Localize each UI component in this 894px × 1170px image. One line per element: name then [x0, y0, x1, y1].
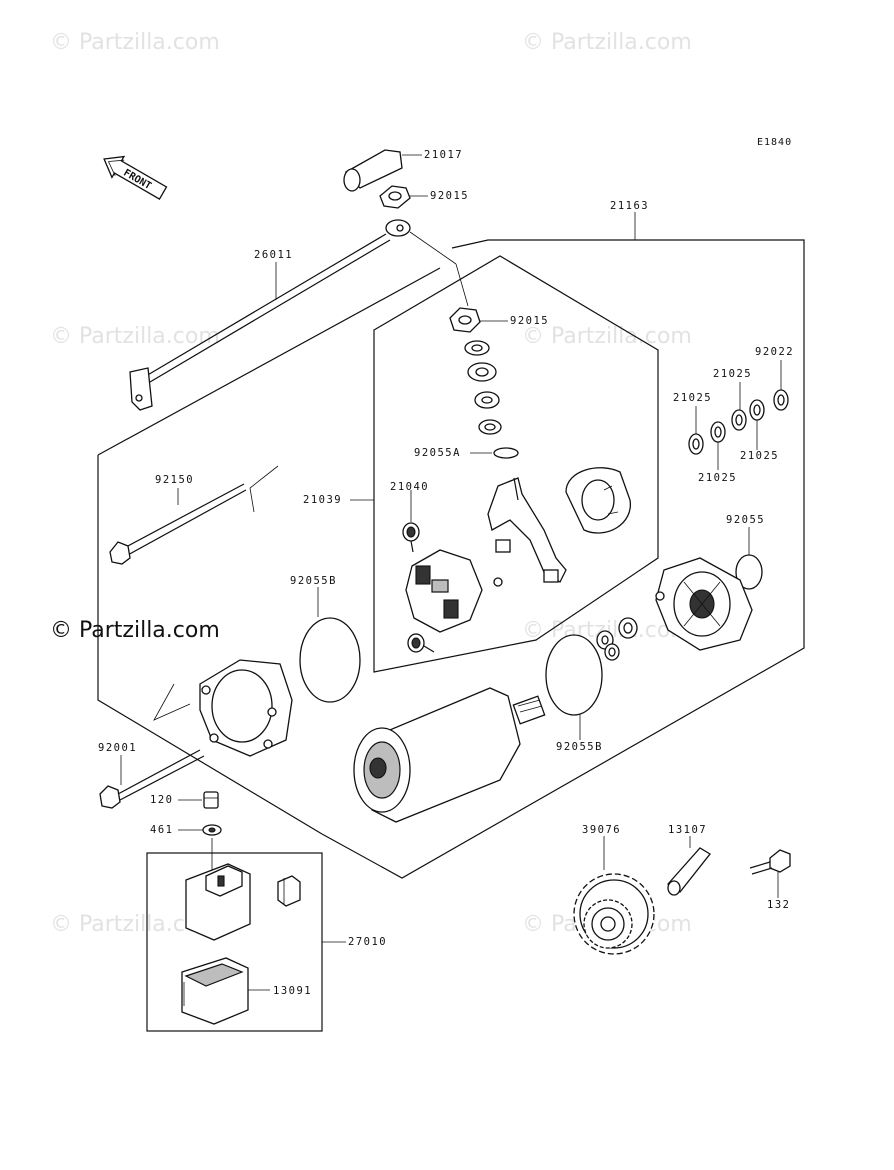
part-label-21025[interactable]: 21025	[713, 368, 753, 380]
part-label-120[interactable]: 120	[150, 794, 174, 806]
watermark-main: © Partzilla.com	[50, 618, 220, 643]
part-label-13091[interactable]: 13091	[273, 985, 313, 997]
part-label-92055a[interactable]: 92055A	[414, 447, 461, 459]
part-label-21017[interactable]: 21017	[424, 149, 464, 161]
o-ring	[735, 554, 763, 590]
part-label-92015[interactable]: 92015	[510, 315, 550, 327]
part-label-92150[interactable]: 92150	[155, 474, 195, 486]
part-label-21163[interactable]: 21163	[610, 200, 650, 212]
assembly-outline-21039	[373, 255, 659, 673]
front-arrow-icon: FRONT	[103, 155, 168, 200]
o-ring-large	[545, 634, 603, 716]
washer-small	[202, 824, 222, 836]
part-label-39076[interactable]: 39076	[582, 824, 622, 836]
part-label-92055b[interactable]: 92055B	[290, 575, 337, 587]
motor-body	[353, 687, 546, 823]
part-label-21025[interactable]: 21025	[698, 472, 738, 484]
diagram-code: E1840	[757, 137, 793, 148]
assembly-outline-21163	[97, 455, 323, 835]
part-label-21025[interactable]: 21025	[673, 392, 713, 404]
watermark: © Partzilla.com	[50, 324, 220, 349]
starter-gear	[573, 873, 655, 955]
washers	[688, 389, 789, 455]
watermark: © Partzilla.com	[522, 324, 692, 349]
assembly-outline-21163	[97, 267, 441, 456]
part-label-92001[interactable]: 92001	[98, 742, 138, 754]
mounting-bolt	[99, 749, 205, 809]
part-label-13107[interactable]: 13107	[668, 824, 708, 836]
cable	[129, 219, 469, 411]
yoke-ring	[565, 467, 631, 534]
bolt-small	[749, 849, 791, 875]
part-label-26011[interactable]: 26011	[254, 249, 294, 261]
relay-cover	[181, 957, 249, 1025]
part-label-92015[interactable]: 92015	[430, 190, 470, 202]
part-label-92055b[interactable]: 92055B	[556, 741, 603, 753]
through-bolt	[109, 465, 279, 565]
part-label-92055[interactable]: 92055	[726, 514, 766, 526]
front-cover	[153, 659, 293, 757]
part-label-21040[interactable]: 21040	[390, 481, 430, 493]
assembly-outline-21163	[321, 239, 805, 879]
end-cover	[655, 557, 753, 651]
part-label-132[interactable]: 132	[767, 899, 791, 911]
part-label-27010[interactable]: 27010	[348, 936, 388, 948]
part-label-461[interactable]: 461	[150, 824, 174, 836]
starter-relay	[185, 863, 301, 941]
brush-holder	[405, 549, 503, 633]
screw	[203, 791, 219, 809]
watermark: © Partzilla.com	[50, 30, 220, 55]
watermark: © Partzilla.com	[522, 30, 692, 55]
shim-washers	[596, 617, 638, 661]
terminal-boot	[343, 149, 403, 192]
nut-washer-stack	[449, 307, 519, 459]
part-label-21025[interactable]: 21025	[740, 450, 780, 462]
o-ring-large	[299, 617, 361, 703]
nut	[379, 185, 411, 209]
part-label-21039[interactable]: 21039	[303, 494, 343, 506]
brush-lead	[487, 477, 567, 583]
part-label-92022[interactable]: 92022	[755, 346, 795, 358]
gear-shaft	[667, 847, 711, 896]
brush-spring	[402, 522, 435, 653]
